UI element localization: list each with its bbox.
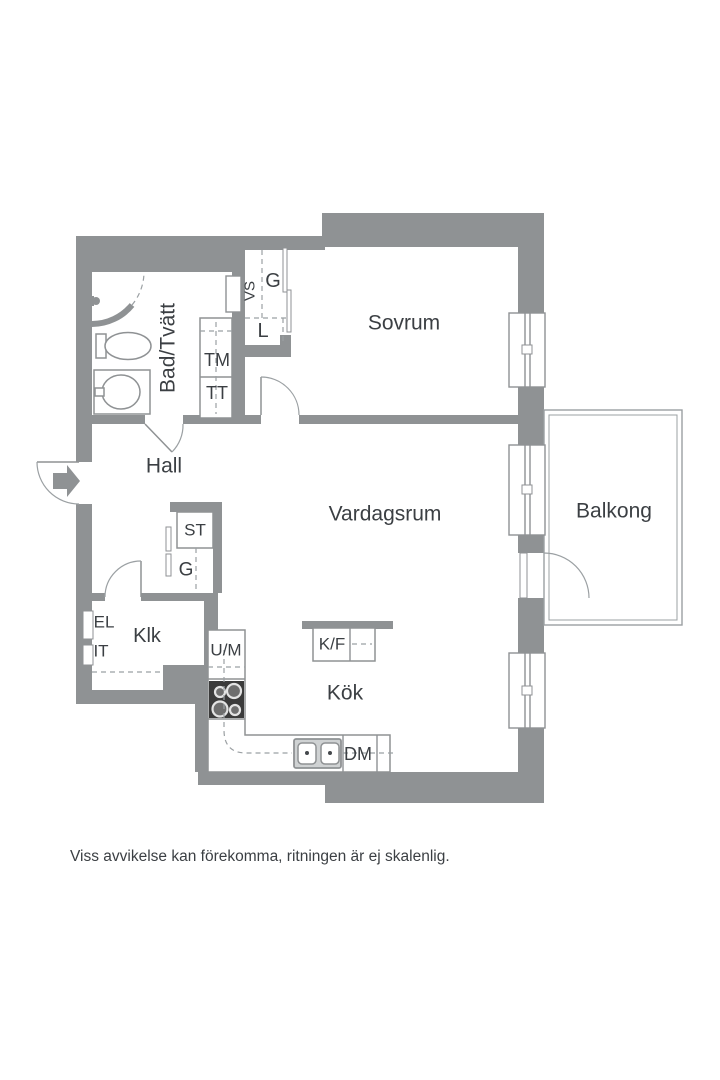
kitchen-fixtures [207,627,397,773]
fixture-label-el: EL [93,612,115,632]
it-shaft [82,644,94,666]
room-label-kok: Kök [326,681,364,705]
hall-closet [165,511,214,592]
fixture-label-st: ST [184,520,206,540]
top-wall-bath [76,236,245,272]
room-label-balkong: Balkong [576,499,652,523]
washer-dryer-unit [199,317,233,419]
balcony-door [519,552,590,599]
fixture-label-tt: TT [206,383,228,403]
sliding-door [282,247,288,293]
washbasin [93,369,151,415]
sliding-door [165,553,172,577]
fixture-label-vs: VS [241,280,259,302]
toilet [95,331,152,361]
shaft-box [225,275,242,313]
fixture-label-kf: K/F [318,634,346,654]
room-label-klk: Klk [133,625,161,647]
entry-door [36,461,80,505]
fixture-label-dm: DM [344,744,372,764]
sliding-door [286,289,292,333]
kitchen-counter [207,629,391,773]
el-shaft [82,610,94,640]
room-label-vardagsrum: Vardagsrum [328,502,442,526]
kitchen-sink [293,738,342,769]
fixture-label-tm: TM [204,350,230,370]
fixture-label-wardrobe-g: G [265,270,281,292]
kitchen-west-wall [195,690,208,772]
window-livingroom [508,444,546,536]
window-kitchen [508,652,546,729]
bedroom-door [260,376,300,416]
sliding-door [165,526,172,552]
kitchen-wall-stub [302,621,393,629]
klk-door [104,560,142,598]
doors [36,376,590,599]
bottom-wall-left [198,772,325,785]
klk-details [82,610,163,673]
top-wall-right [322,213,544,247]
disclaimer-text: Viss avvikelse kan förekomma, ritningen … [70,848,450,865]
window-bedroom [508,312,546,388]
fixture-label-linen-l: L [257,320,269,342]
windows [508,312,546,729]
fixture-label-um: U/M [210,640,242,660]
fixture-label-it: IT [93,641,109,661]
bathroom-door [144,423,184,453]
stove [209,681,244,718]
shower-enclosure [88,271,145,327]
bedroom-closet [245,247,292,345]
room-label-bad-tvatt: Bad/Tvätt [156,303,180,393]
room-label-hall: Hall [145,454,183,478]
bottom-wall-right [325,772,544,803]
room-label-sovrum: Sovrum [367,311,441,335]
fridge-freezer [312,627,376,662]
exterior-walls [76,213,544,803]
klk-south-wall [76,690,204,704]
balcony-outline [543,409,683,626]
entry-arrow-icon [53,465,80,497]
top-wall-closet [245,236,325,250]
bathroom-fixtures [88,271,242,419]
fixture-label-hall-g: G [178,559,194,581]
